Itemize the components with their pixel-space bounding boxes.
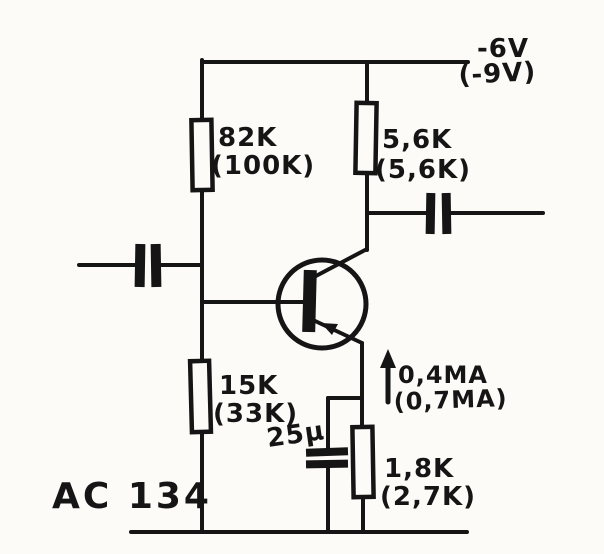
resistor-collector-alt: (5,6K) [375,155,471,185]
resistor-lower-bias [187,358,214,435]
resistor-lower-bias-alt: (33K) [213,399,298,429]
supply-voltage-alt-label: (-9V) [458,57,537,91]
bypass-capacitor-plate-bottom [305,459,349,469]
resistor-collector-value: 5,6K [382,125,452,155]
current-arrow-up-icon [380,349,396,368]
supply-voltage-label: -6V [477,34,529,64]
emitter-current-alt: (0,7MA) [393,384,508,416]
resistor-emitter [350,424,376,500]
bypass-capacitor-plate-top [305,447,349,457]
resistor-upper-bias-alt: (100K) [211,151,315,181]
transistor-collector-lead [312,247,369,279]
resistor-lower-bias-value: 15K [219,371,278,401]
resistor-upper-bias [189,117,215,193]
transistor-body [275,257,369,351]
input-capacitor-plate-left [134,243,146,288]
resistor-emitter-value: 1,8K [384,454,454,484]
resistor-collector [353,100,379,176]
output-capacitor-plate-right [441,192,452,235]
resistor-upper-bias-value: 82K [218,123,277,153]
transistor-base-bar [302,269,317,333]
emitter-current-value: 0,4MA [398,361,488,389]
input-capacitor-plate-right [150,243,162,288]
transistor-emitter-arrow-icon [321,323,338,335]
resistor-emitter-alt: (2,7K) [380,482,476,512]
transistor-type-label: AC 134 [52,476,212,517]
output-capacitor-plate-left [425,192,436,235]
transistor-emitter-lead [311,318,364,345]
